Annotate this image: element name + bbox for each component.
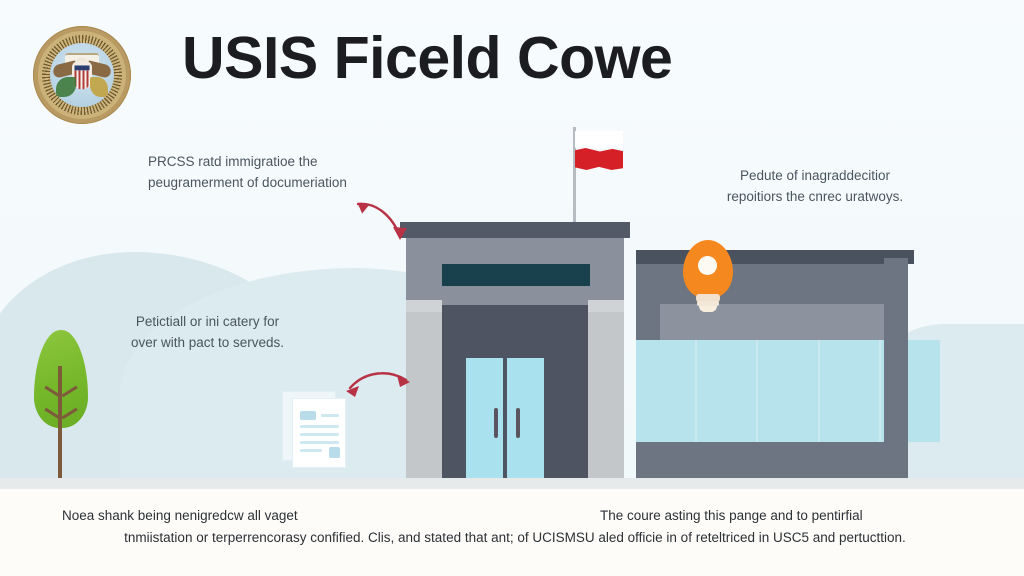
seal-inner-disc [50, 43, 114, 107]
annotation-top-right: Pedute of inagraddecitior repoitiors the… [700, 166, 930, 208]
tree-icon [30, 330, 92, 490]
double-headed-curved-arrow [346, 372, 410, 397]
column-capital-right [588, 300, 624, 312]
document-line [300, 449, 322, 452]
flag-pole [573, 127, 576, 225]
document-line [300, 433, 339, 436]
building-roof-cap [400, 222, 630, 238]
window-pane [636, 340, 698, 442]
flag-white-band [575, 131, 623, 150]
annotation-mid-left: Petictiall or ini catery for over with p… [100, 312, 315, 354]
annotation-top-left-line1: PRCSS ratd immigratioe the [148, 154, 318, 169]
bulb-neck [696, 294, 720, 302]
door-handle-left[interactable] [494, 408, 498, 438]
us-government-seal [33, 26, 131, 124]
building-sign-board [442, 264, 590, 286]
bulb-base-tip [699, 306, 717, 312]
wing-roof-cap [636, 250, 914, 264]
footer-right-text: The coure asting this pange and to penti… [600, 508, 863, 523]
door-handle-right[interactable] [516, 408, 520, 438]
document-line [321, 414, 339, 417]
entrance-column-left [406, 304, 442, 486]
column-capital-left [406, 300, 442, 312]
bulb-highlight [698, 256, 717, 275]
annotation-top-left-line2: peugramerment of documeriation [148, 174, 347, 190]
annotation-mid-left-line2: over with pact to serveds. [130, 334, 285, 350]
wing-right-edge [884, 258, 908, 486]
window-pane [819, 340, 881, 442]
footer-band [0, 489, 1024, 576]
curved-arrow-down-right [356, 202, 407, 240]
document-stack-icon [283, 392, 355, 470]
document-front-sheet [293, 399, 345, 467]
window-pane [758, 340, 820, 442]
annotation-mid-left-line1: Petictiall or ini catery for [135, 314, 280, 329]
annotation-top-right-line1: Pedute of inagraddecitior [739, 168, 891, 183]
seal-arrows-icon [90, 77, 108, 97]
wing-awning [660, 304, 888, 344]
door-divider [503, 358, 507, 486]
footer-left-text: Noea shank being nenigredcw all vaget [62, 508, 298, 523]
bulb-base-ring [697, 301, 719, 306]
seal-olive-branch-icon [56, 77, 76, 97]
document-header-block [300, 411, 316, 420]
idea-lightbulb-icon [681, 240, 735, 316]
annotation-top-right-line2: repoitiors the cnrec uratwoys. [726, 188, 904, 204]
window-pane [697, 340, 759, 442]
ground-line [0, 478, 1024, 490]
flag-red-band [575, 148, 623, 170]
seal-shield-icon [74, 65, 90, 90]
document-line [300, 441, 339, 444]
annotation-top-left: PRCSS ratd immigratioe the peugramerment… [148, 152, 418, 194]
page-title: USIS Ficeld Cowe [182, 25, 673, 91]
footer-wide-text: tnmiistation or terperrencorasy confifie… [124, 530, 906, 545]
document-line [300, 425, 339, 428]
document-footer-block [329, 447, 340, 458]
tree-trunk [58, 366, 62, 488]
entrance-door-right[interactable] [507, 358, 544, 486]
entrance-column-right [588, 304, 624, 486]
